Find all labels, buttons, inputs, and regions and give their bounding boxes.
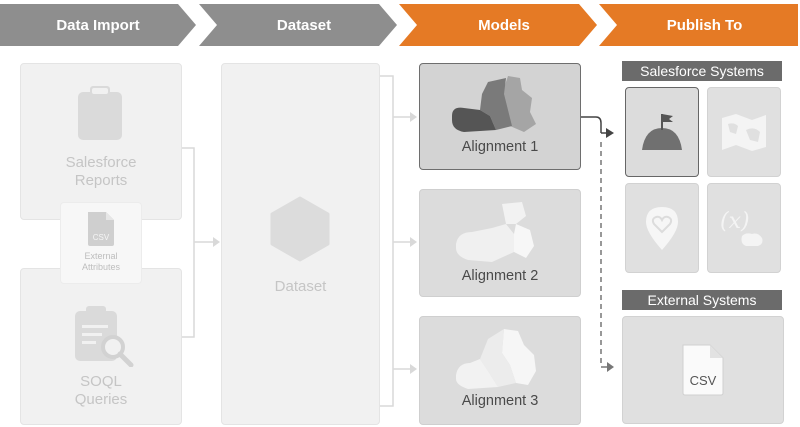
salesforce-reports-card: Salesforce Reports <box>20 63 182 220</box>
territory-map-icon <box>452 76 536 132</box>
salesforce-systems-title: Salesforce Systems <box>640 63 764 79</box>
publish-tile-territory[interactable] <box>625 87 699 177</box>
csv-badge: CSV <box>92 233 110 242</box>
stage-dataset: Dataset <box>199 4 397 46</box>
csv-file-icon <box>88 212 114 246</box>
territory-map-icon <box>456 329 536 389</box>
svg-text:(𝑥): (𝑥) <box>720 209 750 234</box>
publish-tile-maps[interactable] <box>707 87 781 177</box>
salesforce-reports-label: Salesforce Reports <box>65 154 137 189</box>
stage-label: Models <box>478 16 530 34</box>
stage-label: Data Import <box>56 16 140 34</box>
stage-data-import: Data Import <box>0 4 196 46</box>
map-icon <box>722 114 766 151</box>
model-label: Alignment 2 <box>461 268 539 284</box>
territory-map-icon <box>456 202 534 262</box>
location-heart-icon <box>646 207 678 250</box>
external-attributes-card: CSV External Attributes <box>60 202 142 284</box>
publish-tile-formula[interactable]: (𝑥) <box>707 183 781 273</box>
formula-icon: (𝑥) <box>720 209 763 246</box>
publish-tile-csv[interactable]: CSV <box>622 316 784 424</box>
external-systems-title: External Systems <box>647 292 757 308</box>
dataset-hexagon-icon <box>270 196 330 262</box>
stage-label: Publish To <box>666 16 743 34</box>
model-label: Alignment 1 <box>461 139 539 155</box>
csv-file-icon: CSV <box>680 343 726 397</box>
salesforce-systems-banner: Salesforce Systems <box>622 61 782 81</box>
model-card-alignment-1[interactable]: Alignment 1 <box>419 63 581 170</box>
csv-label: CSV <box>689 373 717 388</box>
publish-tile-location[interactable] <box>625 183 699 273</box>
territory-flag-icon <box>642 114 682 150</box>
model-card-alignment-2[interactable]: Alignment 2 <box>419 189 581 297</box>
clipboard-icon <box>78 86 122 140</box>
stage-models: Models <box>399 4 597 46</box>
external-systems-banner: External Systems <box>622 290 782 310</box>
stage-label: Dataset <box>276 16 332 34</box>
dataset-label: Dataset <box>274 278 327 295</box>
chevron-shape <box>199 4 397 46</box>
chevron-shape <box>399 4 597 46</box>
soql-queries-label: SOQL Queries <box>74 373 128 408</box>
chevron-shape <box>0 4 196 46</box>
external-attributes-label: External Attributes <box>81 251 121 272</box>
dataset-card: Dataset <box>221 63 380 425</box>
chevron-shape <box>599 4 798 46</box>
query-search-icon <box>75 306 134 367</box>
model-card-alignment-3[interactable]: Alignment 3 <box>419 316 581 425</box>
soql-queries-card: SOQL Queries <box>20 268 182 425</box>
model-label: Alignment 3 <box>461 393 539 409</box>
stage-publish: Publish To <box>599 4 798 46</box>
